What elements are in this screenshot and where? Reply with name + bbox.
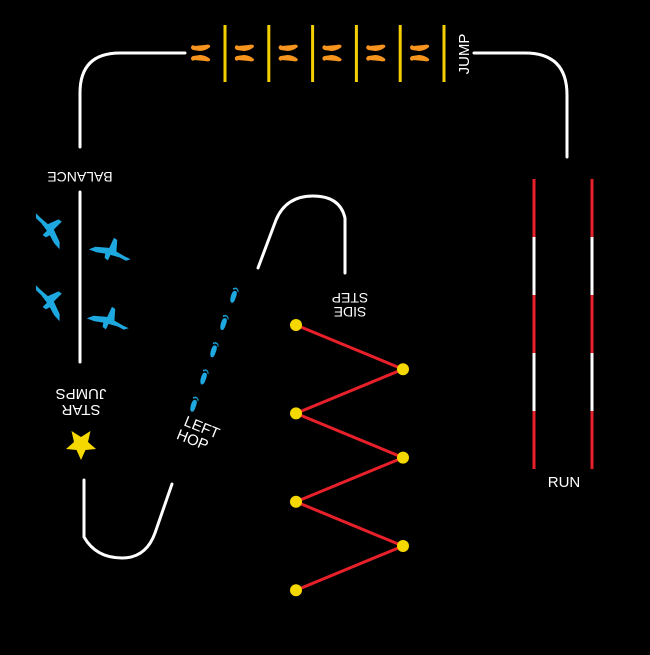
side-step-dot: [290, 407, 302, 420]
airplane-icon: [86, 298, 134, 342]
two-feet-icon: [191, 44, 211, 62]
run-station: [532, 179, 594, 469]
airplane-icon: [26, 206, 74, 250]
track-hook: [256, 194, 347, 275]
track-top-right-corner: [472, 51, 569, 159]
jump-station: [191, 25, 446, 82]
two-feet-icon: [366, 44, 386, 62]
side-step-line: [295, 544, 404, 592]
left-foot-icon: [199, 368, 210, 386]
two-feet-icon: [322, 44, 342, 62]
side-step-label-line1: SIDE: [334, 304, 367, 320]
side-step-dot: [290, 584, 302, 597]
left-hop-footprints: [189, 286, 240, 413]
side-step-line: [295, 456, 404, 504]
left-foot-icon: [189, 395, 200, 413]
side-step-dot: [290, 495, 302, 508]
star-jumps-label-line2: JUMPS: [56, 385, 107, 402]
side-step-label-line2: STEP: [332, 290, 369, 306]
left-hop-label: LEFT HOP: [174, 413, 222, 454]
left-foot-icon: [219, 314, 230, 331]
side-step-line: [295, 412, 404, 459]
star-jumps-label-line1: STAR: [61, 401, 100, 418]
side-step-label: SIDE STEP: [332, 290, 369, 320]
airplane-icon: [88, 229, 136, 273]
side-step-dot: [397, 451, 409, 464]
side-step-dot: [290, 319, 302, 331]
run-label: RUN: [548, 474, 581, 491]
track-top-left-corner: [78, 51, 187, 149]
side-step-line: [295, 323, 404, 371]
side-step-line: [295, 500, 404, 548]
side-step-zigzag: [290, 319, 409, 597]
track-bottom-u: [82, 478, 174, 560]
left-foot-icon: [209, 341, 220, 359]
side-step-dot: [397, 363, 409, 376]
left-foot-icon: [229, 286, 240, 304]
star-jumps-label: STAR JUMPS: [56, 385, 107, 418]
two-feet-icon: [278, 44, 298, 62]
side-step-dot: [397, 540, 409, 552]
star-icon: [66, 431, 96, 460]
jump-label: JUMP: [456, 34, 473, 75]
two-feet-icon: [410, 44, 430, 62]
side-step-line: [295, 367, 404, 415]
track-path: [78, 51, 569, 560]
airplane-icon: [26, 278, 74, 322]
two-feet-icon: [234, 44, 254, 62]
balance-label: BALANCE: [47, 169, 112, 185]
